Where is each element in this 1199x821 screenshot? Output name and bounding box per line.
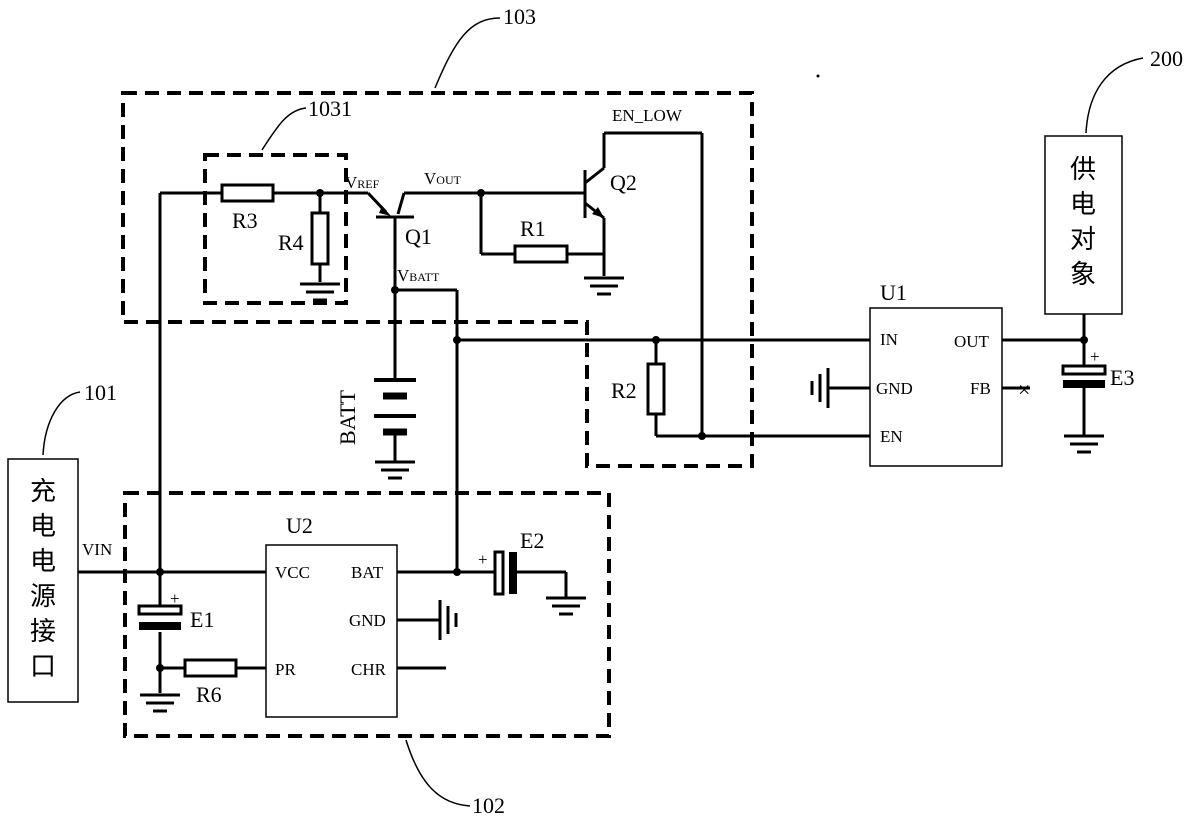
ground-u1: [810, 368, 830, 408]
junction-dots: [156, 189, 1088, 672]
port-char-1: 充: [30, 477, 56, 507]
resistor-r2: R2: [611, 362, 666, 416]
target-char-4: 象: [1070, 260, 1096, 290]
port-char-3: 电: [30, 547, 56, 577]
u2-pin-gnd: GND: [349, 611, 386, 630]
e3-polarity: +: [1090, 347, 1100, 366]
q2-label: Q2: [610, 170, 637, 195]
fb-no-connect-mark: ×: [1018, 377, 1030, 402]
ground-e3: [1064, 434, 1104, 454]
power-target-box: 供 电 对 象: [1044, 135, 1123, 315]
vbatt-label: VBATT: [397, 266, 440, 285]
port-char-2: 电: [30, 512, 56, 542]
u2-pin-vcc: VCC: [275, 563, 310, 582]
target-char-3: 对: [1070, 225, 1096, 255]
capacitor-e1: + E1: [137, 589, 214, 632]
r6-label: R6: [196, 682, 222, 707]
u1-pin-out: OUT: [954, 332, 990, 351]
capacitor-e2: + E2: [478, 528, 544, 596]
block-102-outline: [123, 491, 611, 738]
e2-polarity: +: [478, 550, 488, 569]
block-103-outline: [121, 91, 754, 468]
ref-label-101: 101: [84, 380, 117, 405]
port-char-4: 源: [30, 582, 56, 612]
u2-name: U2: [286, 513, 313, 538]
en-low-label: EN_LOW: [612, 106, 683, 125]
e2-label: E2: [520, 528, 544, 553]
e1-polarity: +: [170, 589, 180, 608]
ref-label-102: 102: [472, 793, 505, 818]
ground-q2: [584, 276, 624, 296]
target-char-1: 供: [1070, 155, 1096, 185]
batt-label: BATT: [335, 389, 360, 445]
leader-101: 101: [42, 380, 117, 456]
transistor-q2: Q2 EN_LOW: [583, 106, 683, 220]
block-1031-outline: [203, 153, 348, 305]
ground-u2: [438, 600, 458, 640]
u1-pin-en: EN: [880, 427, 903, 446]
u1-pin-gnd: GND: [876, 379, 913, 398]
r3-label: R3: [232, 208, 258, 233]
leader-102: 102: [405, 739, 505, 818]
resistor-r6: R6: [183, 658, 238, 707]
e3-label: E3: [1110, 365, 1134, 390]
ref-label-1031: 1031: [308, 96, 352, 121]
resistor-r1: R1: [513, 216, 569, 264]
u1-pin-in: IN: [880, 330, 898, 349]
ground-r4: [300, 282, 340, 302]
e1-label: E1: [190, 607, 214, 632]
u1-name: U1: [880, 280, 907, 305]
r1-label: R1: [520, 216, 546, 241]
ground-e1: [140, 693, 180, 713]
capacitor-e3: + E3: [1061, 347, 1134, 390]
charging-port-box: 充 电 电 源 接 口: [7, 458, 79, 703]
u1-pin-fb: FB: [970, 379, 991, 398]
resistor-r3: R3: [220, 183, 275, 233]
u2-pin-chr: CHR: [351, 660, 387, 679]
leader-200: 200: [1085, 46, 1183, 134]
ground-batt: [375, 460, 415, 480]
ref-label-200: 200: [1150, 46, 1183, 71]
r4-label: R4: [278, 230, 304, 255]
target-char-2: 电: [1070, 190, 1096, 220]
stray-dot: [816, 74, 820, 78]
wires: VIN: [78, 131, 1086, 693]
q1-label: Q1: [405, 224, 432, 249]
port-char-5: 接: [30, 617, 56, 647]
u2-pin-bat: BAT: [351, 563, 384, 582]
transistor-q1: Q1 VREF VOUT VBATT: [345, 169, 462, 285]
vin-label: VIN: [82, 540, 112, 559]
port-char-6: 口: [30, 652, 56, 682]
leader-103: 103: [434, 4, 536, 89]
leader-1031: 1031: [261, 96, 352, 151]
battery-batt: BATT: [335, 378, 416, 445]
resistor-r4: R4: [278, 211, 330, 266]
ic-u2: U2 VCC PR BAT GND CHR: [265, 513, 398, 718]
ground-e2: [546, 596, 586, 616]
vref-label: VREF: [345, 173, 380, 192]
ref-label-103: 103: [503, 4, 536, 29]
u2-pin-pr: PR: [275, 660, 296, 679]
vout-label: VOUT: [424, 169, 462, 188]
r2-label: R2: [611, 378, 637, 403]
ic-u1: U1 IN GND EN OUT FB ×: [869, 280, 1030, 467]
